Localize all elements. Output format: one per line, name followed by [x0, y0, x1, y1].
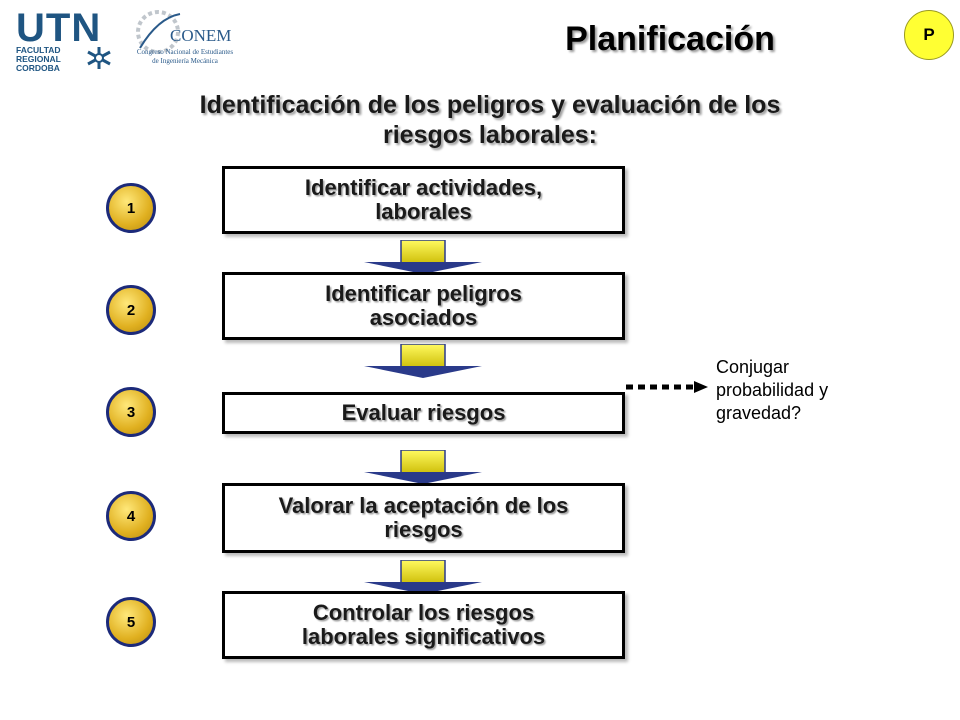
- step-box-3: Evaluar riesgos: [222, 392, 625, 434]
- step-box-4: Valorar la aceptación de los riesgos: [222, 483, 625, 553]
- side-note-line: gravedad?: [716, 403, 802, 423]
- conem-logo-word: CONEM: [170, 26, 232, 45]
- conem-logo-line: Congreso Nacional de Estudiantes: [136, 48, 234, 56]
- page-title: Planificación: [565, 20, 775, 58]
- page-subtitle-line: Identificación de los peligros y evaluac…: [199, 91, 781, 119]
- down-arrow-icon: [364, 560, 482, 594]
- utn-logo-subtitle: FACULTAD REGIONAL CORDOBA: [16, 46, 61, 73]
- step-number-5: 5: [106, 597, 156, 647]
- conem-logo-line: de Ingeniería Mecánica: [152, 57, 218, 65]
- step-label-line: laborales significativos: [301, 624, 546, 649]
- utn-logo-word: UTN: [16, 6, 102, 50]
- step-label-line: Identificar peligros: [325, 281, 522, 306]
- step-label-line: Valorar la aceptación de los: [278, 493, 569, 518]
- side-note: Conjugar probabilidad y gravedad?: [716, 356, 906, 425]
- utn-emblem-icon: [87, 47, 111, 69]
- step-label-line: laborales: [375, 199, 472, 224]
- dotted-arrow-icon: [626, 381, 708, 393]
- section-badge: P: [904, 10, 954, 60]
- step-box-1: Identificar actividades, laborales: [222, 166, 625, 234]
- step-label-line: Controlar los riesgos: [312, 600, 535, 625]
- down-arrow-icon: [364, 344, 482, 378]
- step-label-line: Identificar actividades,: [304, 175, 543, 200]
- step-number-4: 4: [106, 491, 156, 541]
- step-label-line: riesgos: [384, 517, 463, 542]
- step-number-3: 3: [106, 387, 156, 437]
- down-arrow-icon: [364, 450, 482, 484]
- utn-logo-line: REGIONAL: [16, 54, 61, 64]
- down-arrow-icon: [364, 240, 482, 274]
- step-label-line: asociados: [369, 305, 478, 330]
- utn-logo-line: FACULTAD: [16, 45, 61, 55]
- step-box-2: Identificar peligros asociados: [222, 272, 625, 340]
- utn-logo-line: CORDOBA: [16, 63, 60, 73]
- page-subtitle-line: riesgos laborales:: [383, 121, 597, 149]
- side-note-line: probabilidad y: [716, 380, 829, 400]
- side-note-line: Conjugar: [716, 357, 790, 377]
- step-box-5: Controlar los riesgos laborales signific…: [222, 591, 625, 659]
- conem-gear-icon: [136, 10, 181, 54]
- page-subtitle: Identificación de los peligros y evaluac…: [90, 90, 890, 150]
- conem-logo-subtitle: Congreso Nacional de Estudiantes de Inge…: [130, 48, 240, 66]
- step-number-2: 2: [106, 285, 156, 335]
- step-label-line: Evaluar riesgos: [341, 400, 506, 425]
- step-number-1: 1: [106, 183, 156, 233]
